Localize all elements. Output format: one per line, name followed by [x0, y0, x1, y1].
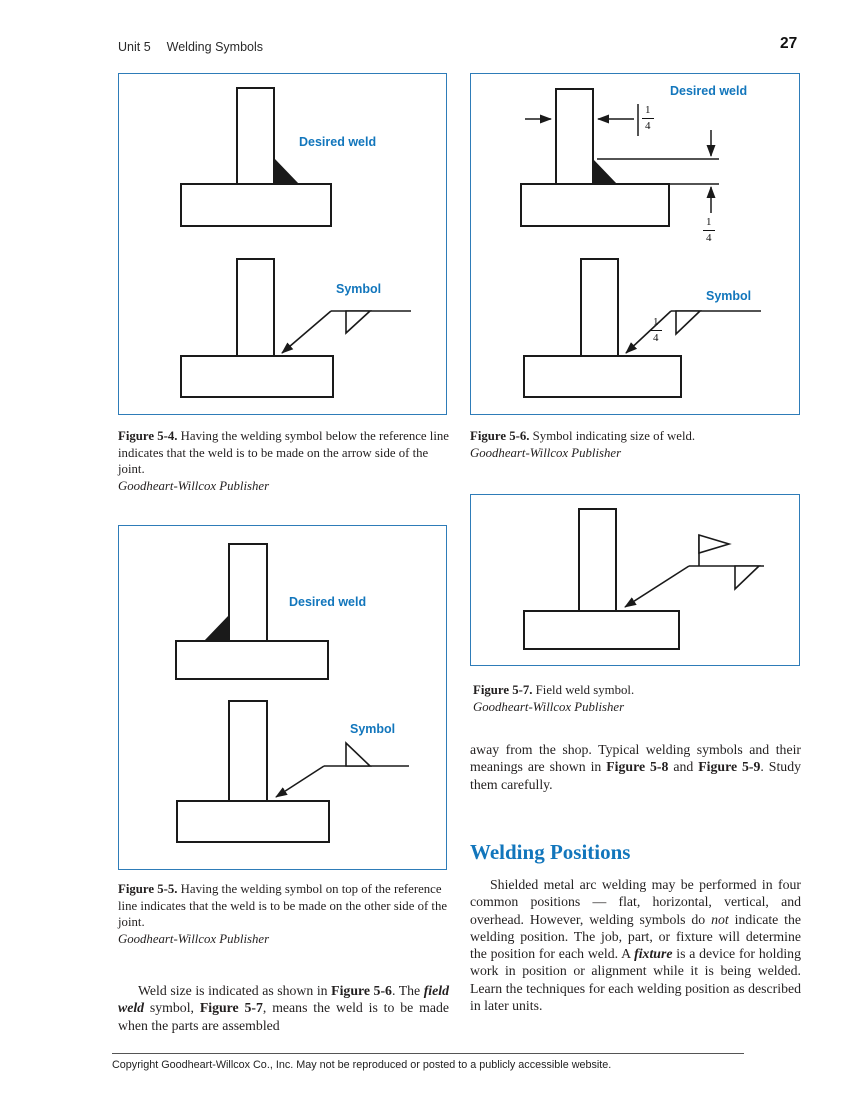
- figure-5-6-box: Desired weld Symbol 1 4 1 4 1 4: [470, 73, 800, 415]
- text-run: Shielded metal arc welding may be perfor…: [470, 877, 801, 927]
- text-run: away from the shop. Typical welding symb…: [470, 742, 801, 775]
- fraction-denominator: 4: [653, 332, 659, 344]
- base-plate: [523, 355, 682, 398]
- desired-weld-label: Desired weld: [289, 595, 367, 609]
- fillet-weld-symbol: [734, 565, 761, 591]
- figure-5-4-caption-label: Figure 5-4.: [118, 429, 178, 443]
- fillet-weld-symbol: [675, 310, 702, 336]
- fraction-numerator: 1: [703, 217, 715, 231]
- text-run: is a device for holding work in position…: [470, 946, 801, 1014]
- vertical-plate: [228, 700, 268, 802]
- figure-5-6-credit: Goodheart-Willcox Publisher: [470, 445, 622, 460]
- base-plate: [520, 183, 670, 227]
- paragraph: Shielded metal arc welding may be perfor…: [470, 876, 801, 1014]
- fillet-weld: [593, 159, 617, 184]
- base-plate: [180, 355, 334, 398]
- field-weld-flag-icon: [698, 533, 732, 555]
- desired-weld-label: Desired weld: [670, 84, 748, 98]
- weld-size-fraction: 1 4: [650, 317, 662, 344]
- symbol-label: Symbol: [706, 289, 752, 303]
- key-term: fixture: [634, 946, 673, 962]
- text-run: and: [668, 759, 699, 775]
- paragraph: Weld size is indicated as shown in Figur…: [118, 982, 449, 1034]
- leader-arrow: [624, 565, 690, 608]
- leader-arrow: [275, 765, 325, 798]
- figure-5-5-box: Desired weld Symbol: [118, 525, 447, 870]
- weld-size-fraction: 1 4: [642, 105, 654, 132]
- symbol-label: Symbol: [350, 722, 396, 736]
- figure-5-7-credit: Goodheart-Willcox Publisher: [473, 699, 625, 714]
- figure-5-5-credit: Goodheart-Willcox Publisher: [118, 931, 270, 946]
- base-plate: [523, 610, 680, 650]
- figure-5-4-caption-text: Having the welding symbol below the refe…: [118, 429, 449, 476]
- emphasized-word: not: [711, 911, 729, 927]
- figure-5-7-caption-text: Field weld symbol.: [532, 683, 635, 697]
- running-header: Unit 5 Welding Symbols: [118, 40, 263, 54]
- weld-size-fraction: 1 4: [703, 217, 715, 244]
- figure-5-7-caption: Figure 5-7. Field weld symbol. Goodheart…: [473, 682, 803, 715]
- vertical-plate: [580, 258, 619, 357]
- text-run: symbol,: [144, 1000, 200, 1016]
- vertical-plate: [228, 543, 268, 642]
- figure-5-4-credit: Goodheart-Willcox Publisher: [118, 478, 270, 493]
- figure-5-4-caption: Figure 5-4. Having the welding symbol be…: [118, 428, 451, 494]
- right-column-paragraph-1: away from the shop. Typical welding symb…: [470, 741, 801, 793]
- figure-ref: Figure 5-6: [331, 983, 392, 998]
- left-column-paragraph: Weld size is indicated as shown in Figur…: [118, 982, 449, 1034]
- vertical-plate: [236, 87, 275, 185]
- figure-5-7-box: [470, 494, 800, 666]
- vertical-plate: [236, 258, 275, 357]
- figure-5-6-caption-label: Figure 5-6.: [470, 429, 530, 443]
- text-run: indicate the welding position. The job, …: [470, 911, 802, 962]
- desired-weld-label: Desired weld: [299, 135, 377, 149]
- figure-5-5-diagram: [175, 543, 409, 843]
- key-term: field weld: [118, 983, 449, 1016]
- fraction-denominator: 4: [706, 232, 712, 244]
- figure-5-5-caption-label: Figure 5-5.: [118, 882, 178, 896]
- leader-arrow: [625, 310, 672, 354]
- base-plate: [180, 183, 332, 227]
- text-run: , means the weld is to be made when the …: [118, 1000, 450, 1033]
- fraction-numerator: 1: [650, 317, 662, 331]
- figure-5-6-diagram: [520, 88, 761, 398]
- text-run: Weld size is indicated as shown in: [138, 983, 332, 998]
- figure-5-4-box: Desired weld Symbol: [118, 73, 447, 415]
- vertical-plate: [555, 88, 594, 185]
- figure-5-5-caption: Figure 5-5. Having the welding symbol on…: [118, 881, 451, 947]
- figure-5-4-diagram: [180, 87, 411, 398]
- figure-ref: Figure 5-9: [698, 759, 761, 775]
- page-number: 27: [780, 35, 798, 52]
- copyright-text: Copyright Goodheart-Willcox Co., Inc. Ma…: [112, 1059, 612, 1071]
- figure-5-6-caption: Figure 5-6. Symbol indicating size of we…: [470, 428, 803, 461]
- figure-5-6-caption-text: Symbol indicating size of weld.: [529, 429, 696, 443]
- welding-positions-heading: Welding Positions: [470, 840, 631, 864]
- leader-arrow: [281, 310, 332, 354]
- fillet-weld: [274, 158, 299, 184]
- fillet-weld: [204, 615, 229, 641]
- section-title: Welding Symbols: [166, 40, 263, 54]
- fillet-weld-symbol: [345, 741, 372, 767]
- fraction-numerator: 1: [642, 105, 654, 119]
- text-run: . Study them carefully.: [470, 759, 801, 792]
- fillet-weld-symbol: [345, 310, 373, 335]
- unit-label: Unit 5: [118, 40, 151, 54]
- base-plate: [176, 800, 330, 843]
- symbol-label: Symbol: [336, 282, 382, 296]
- vertical-plate: [578, 508, 617, 612]
- text-run: . The: [391, 983, 424, 998]
- base-plate: [175, 640, 329, 680]
- paragraph: away from the shop. Typical welding symb…: [470, 741, 801, 793]
- figure-5-5-caption-text: Having the welding symbol on top of the …: [118, 882, 448, 929]
- figure-5-7-diagram: [523, 508, 764, 650]
- footer: Copyright Goodheart-Willcox Co., Inc. Ma…: [112, 1053, 744, 1071]
- fraction-denominator: 4: [645, 120, 651, 132]
- right-column-paragraph-2: Shielded metal arc welding may be perfor…: [470, 876, 801, 1014]
- figure-ref: Figure 5-7: [199, 1000, 263, 1016]
- figure-5-7-caption-label: Figure 5-7.: [473, 683, 533, 697]
- figure-ref: Figure 5-8: [606, 759, 669, 775]
